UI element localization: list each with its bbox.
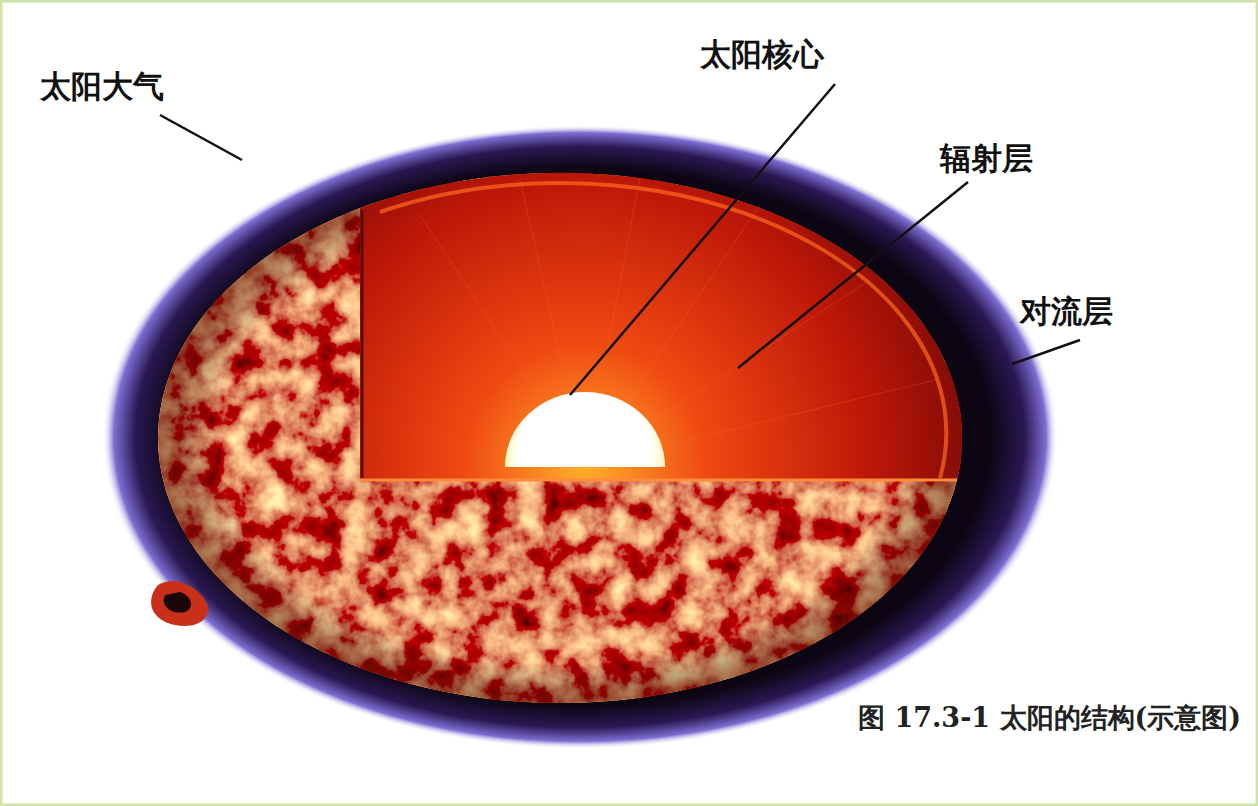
part-label: 辐射层: [940, 140, 1033, 177]
part-label: 太阳核心: [700, 36, 824, 73]
part-label: 太阳大气: [40, 68, 164, 105]
figure-caption: 图 17.3-1 太阳的结构(示意图): [858, 698, 1243, 737]
leader-lines: [160, 84, 1080, 395]
part-label: 对流层: [1020, 293, 1113, 330]
